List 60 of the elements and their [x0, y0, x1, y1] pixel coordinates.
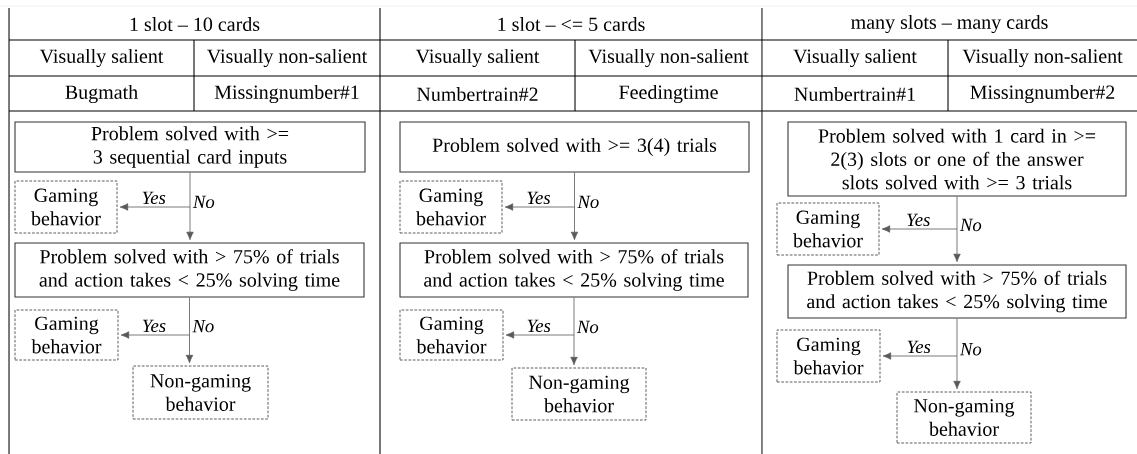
edge-label: Yes — [907, 340, 931, 354]
arrow — [120, 331, 190, 339]
edge-label: Yes — [527, 191, 550, 205]
process-box: Problem solved with > 75% of trials and action takes < 25% solving time — [399, 242, 749, 298]
column-header: 1 slot – <= 5 cards — [498, 17, 645, 32]
edge-label: Yes — [907, 213, 930, 227]
process-box: Problem solved with 1 card in >= 2(3) slots or one of the answer slots solved with >= 3 trials — [787, 121, 1127, 197]
arrow — [504, 203, 575, 211]
edge-label: No — [959, 218, 982, 232]
table-cell: Visually non-salient — [588, 48, 749, 68]
outcome-box: Gaming behavior — [399, 309, 504, 361]
edge-label: No — [192, 319, 214, 333]
edge-label: No — [576, 320, 599, 334]
outcome-box: Gaming behavior — [14, 180, 118, 234]
process-box: Problem solved with > 75% of trials and action takes < 25% solving time — [787, 264, 1127, 319]
edge-label: No — [959, 343, 982, 356]
table-cell: Missingnumber#1 — [214, 84, 359, 104]
arrow — [185, 334, 194, 364]
outcome-box: Gaming behavior — [776, 329, 881, 383]
arrow — [119, 203, 191, 211]
table-cell: Feedingtime — [619, 84, 718, 104]
table-cell: Visually salient — [793, 48, 917, 68]
arrow — [953, 355, 961, 390]
arrow — [505, 331, 575, 339]
process-box: Problem solved with >= 3(4) trials — [399, 121, 750, 173]
table-cell: Visually non-salient — [962, 48, 1123, 68]
edge-label: Yes — [142, 191, 166, 205]
table-cell: Visually non-salient — [207, 48, 368, 68]
table-cell: Missingnumber#2 — [970, 84, 1115, 104]
arrow — [953, 228, 961, 263]
connector-line — [189, 172, 191, 208]
table-cell: Numbertrain#2 — [417, 87, 538, 102]
connector-line — [956, 318, 958, 357]
column-header: 1 slot – 10 cards — [130, 17, 260, 32]
outcome-box: Non-gaming behavior — [511, 367, 647, 421]
edge-label: No — [192, 195, 215, 209]
arrow — [186, 206, 194, 241]
arrow — [882, 352, 958, 360]
outcome-box: Gaming behavior — [399, 180, 503, 234]
outcome-box: Non-gaming behavior — [896, 391, 1032, 444]
table-cell: Visually salient — [415, 48, 540, 68]
process-box: Problem solved with > 75% of trials and action takes < 25% solving time — [14, 242, 365, 298]
outcome-box: Non-gaming behavior — [132, 365, 269, 420]
edge-label: No — [577, 195, 599, 209]
outcome-box: Gaming behavior — [14, 309, 119, 361]
edge-label: Yes — [142, 319, 166, 333]
column-header: many slots – many cards — [851, 14, 1048, 34]
table-cell: Visually salient — [39, 48, 164, 68]
edge-label: Yes — [527, 319, 551, 333]
connector-line — [189, 297, 190, 336]
arrow — [570, 206, 579, 241]
connector-line — [573, 297, 575, 336]
table-cell: Numbertrain#1 — [794, 87, 915, 102]
arrow — [570, 334, 578, 366]
connector-line — [574, 172, 575, 208]
arrow — [881, 225, 958, 233]
outcome-box: Gaming behavior — [776, 202, 880, 256]
process-box: Problem solved with >= 3 sequential card inputs — [14, 121, 366, 173]
connector-line — [956, 196, 958, 230]
table-cell: Bugmath — [65, 84, 138, 104]
